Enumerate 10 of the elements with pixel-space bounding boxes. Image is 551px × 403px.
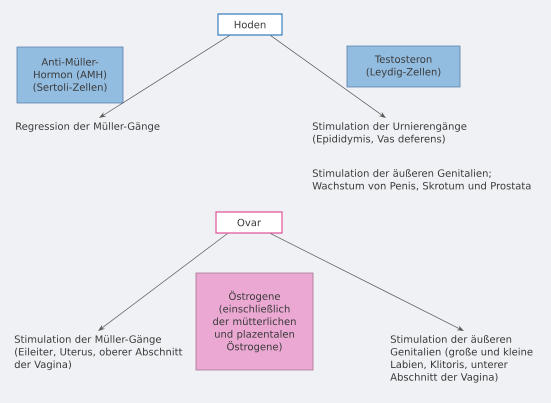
effect-text: Stimulation der Urnierengänge (Epididymis, Vas deferens) <box>312 122 466 144</box>
name-box: Ovar <box>215 211 283 234</box>
name-box: Hoden <box>217 13 283 36</box>
effect-text: Stimulation der Müller-Gänge (Eileiter, Uterus, oberer Abschnitt der Vagina) <box>14 335 182 370</box>
hormone-box: Anti-Müller-Hormon (AMH) (Sertoli-Zellen) <box>16 46 124 104</box>
effect-text: Stimulation der äußeren Genitalien (große und kleine Labien, Klitoris, unterer Abschnitt der Vagina) <box>390 335 533 383</box>
effect-text: Regression der Müller-Gänge <box>16 122 160 132</box>
effect-text: Stimulation der äußeren Genitalien; Wachstum von Penis, Skrotum und Prostata <box>312 169 530 191</box>
hormone-box: Östrogene (einschließlich der mütterlichen und plazentalen Östrogene) <box>196 272 314 370</box>
hormone-box: Testosteron (Leydig-Zellen) <box>346 46 460 88</box>
